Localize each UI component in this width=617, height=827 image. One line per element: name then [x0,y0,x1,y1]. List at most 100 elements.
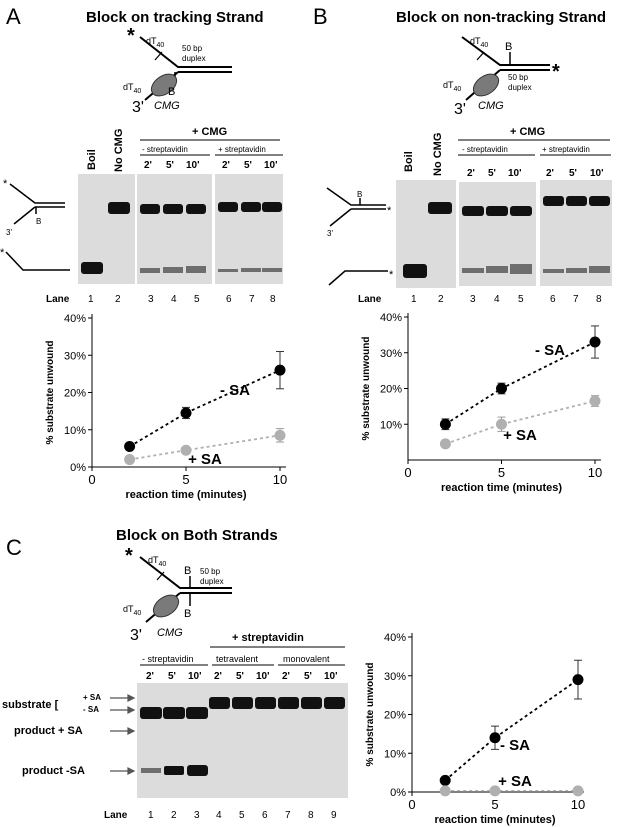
arrow-icon [110,694,136,775]
gel-band [589,196,610,206]
gel-band [163,267,183,273]
col-boil: Boil [403,151,415,172]
svg-text:10': 10' [188,671,202,682]
svg-text:4: 4 [216,810,222,821]
panel-c-letter: C [6,535,22,560]
side-fork-icon [326,187,388,286]
time-labels: 2' 5' 10' 2' 5' 10' [467,168,604,179]
gel-band [486,266,508,273]
y-tick-label: 10% [64,425,86,437]
svg-text:10': 10' [256,671,270,682]
gel-band [543,269,564,273]
panel-b-letter: B [313,4,328,29]
gel-band [140,707,162,719]
gel-band [209,697,230,709]
svg-text:7: 7 [249,294,255,305]
cmg-header: + CMG [510,126,545,138]
y-tick-label: 30% [384,671,406,683]
gel-band [81,262,103,274]
gel-band [108,202,130,214]
schematic-dt-bottom: dT40 [123,604,141,617]
panel-c: C Block on Both Strands * dT40 B 50 bp d… [2,527,348,821]
x-axis-label: reaction time (minutes) [125,489,246,501]
series-label: - SA [500,737,530,754]
lane-numbers: 1 2 3 4 5 6 7 8 9 [148,810,337,821]
series-label: - SA [220,382,250,399]
schematic-dt-top: dT40 [146,36,164,49]
panel-c-title: Block on Both Strands [116,527,278,544]
side-biotin: B [36,217,41,226]
data-point [439,438,451,450]
svg-text:5': 5' [168,671,176,682]
y-axis-label: % substrate unwound [361,337,372,441]
gel-band [186,266,206,273]
gel-band [262,202,282,212]
col-no-cmg: No CMG [113,129,125,172]
side-biotin: B [357,190,362,199]
svg-text:5: 5 [194,294,200,305]
panel-b: B Block on non-tracking Strand * dT40 B … [313,4,612,305]
col-no-cmg: No CMG [432,133,444,176]
schematic-star: * [552,61,560,83]
schematic-dt-bottom: dT40 [443,80,461,93]
data-point [572,785,584,797]
lane-numbers: 1 2 3 4 5 6 7 8 [88,294,276,305]
data-point [489,785,501,797]
svg-text:2: 2 [115,294,121,305]
x-tick-label: 5 [498,465,505,480]
y-tick-label: 20% [384,710,406,722]
data-point [439,785,451,797]
svg-text:10': 10' [186,160,200,171]
svg-text:5: 5 [239,810,245,821]
svg-text:7: 7 [285,810,291,821]
svg-text:5': 5' [244,160,252,171]
data-point [124,454,136,466]
cmg-helicase-icon [150,73,178,97]
schematic-duplex-word: duplex [182,54,206,63]
gel-band [232,697,253,709]
product-minus-sa-label: product -SA [22,765,85,777]
lane-word: Lane [104,810,128,821]
x-tick-label: 0 [88,472,95,487]
cmg-helicase-icon [472,73,500,97]
svg-text:2': 2' [467,168,475,179]
svg-text:4: 4 [171,294,177,305]
y-axis-label: % substrate unwound [365,663,376,767]
svg-text:1: 1 [411,294,417,305]
gel-band [566,196,587,206]
series-label: - SA [535,342,565,359]
svg-text:6: 6 [262,810,268,821]
gel-band [462,206,484,216]
group-minus-sa: - streptavidin [142,654,194,664]
series-line [444,341,596,426]
data-point [589,336,601,348]
series-line [129,434,281,461]
gel-band [241,268,261,272]
schematic-three-prime: 3' [132,99,144,116]
series-label: + SA [503,427,537,444]
gel-a: Boil No CMG + CMG - streptavidin + strep… [0,126,283,305]
data-point [180,407,192,419]
schematic-cmg: CMG [154,100,180,112]
product-plus-sa-label: product + SA [14,725,83,737]
side-star: * [0,247,5,259]
svg-text:4: 4 [494,294,500,305]
data-point [439,774,451,786]
schematic-duplex-bp: 50 bp [508,73,529,82]
series-label: + SA [188,451,222,468]
y-tick-label: 30% [380,348,402,360]
schematic-duplex-word: duplex [200,577,224,586]
gel-band [141,768,161,773]
gel-band [543,196,564,206]
gel-image-a3 [215,174,283,284]
svg-text:2: 2 [171,810,177,821]
svg-text:2': 2' [214,671,222,682]
x-tick-label: 0 [404,465,411,480]
gel-band [218,269,238,272]
svg-text:10': 10' [590,168,604,179]
data-point [274,364,286,376]
time-labels: 2' 5' 10' 2' 5' 10' [144,160,278,171]
